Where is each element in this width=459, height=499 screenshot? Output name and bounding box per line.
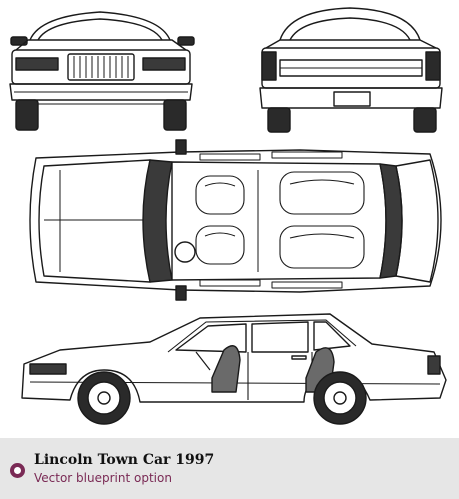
side-view [21,313,447,425]
front-view [9,11,195,131]
car-blueprint-image [9,7,447,425]
rear-view [259,7,443,133]
top-view [29,139,442,301]
radio-icon[interactable] [10,463,25,478]
caption-bar [0,438,459,499]
product-subtitle: Vector blueprint option [34,471,172,485]
product-title[interactable]: Lincoln Town Car 1997 [34,452,215,468]
